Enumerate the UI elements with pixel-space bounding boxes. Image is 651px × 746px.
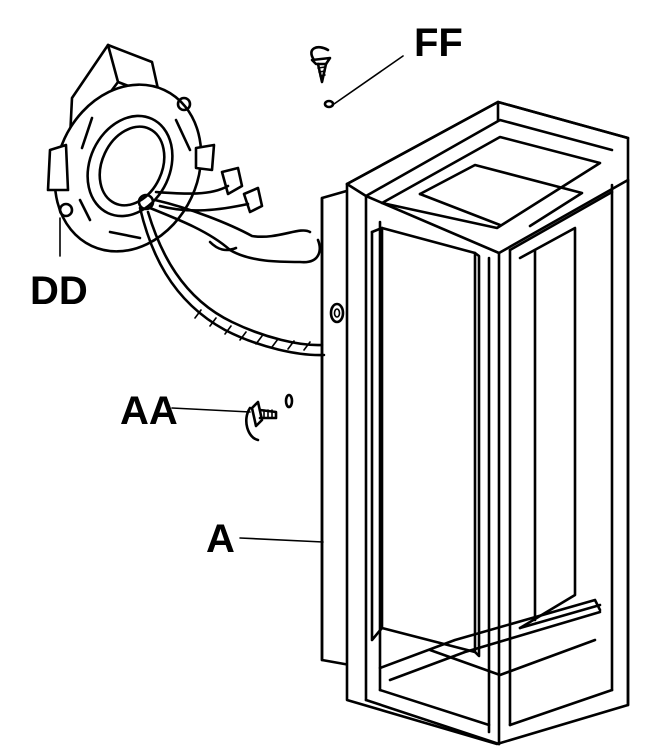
label-dd: DD: [30, 269, 88, 313]
fixture-body: [320, 100, 630, 746]
leader-lines: [59, 55, 404, 543]
mounting-plate: [46, 43, 264, 253]
wires: [138, 184, 326, 357]
screw-aa: [245, 393, 294, 442]
screw-ff: [310, 46, 335, 109]
label-aa: AA: [120, 389, 178, 433]
label-ff: FF: [414, 21, 463, 65]
label-a: A: [206, 517, 235, 561]
